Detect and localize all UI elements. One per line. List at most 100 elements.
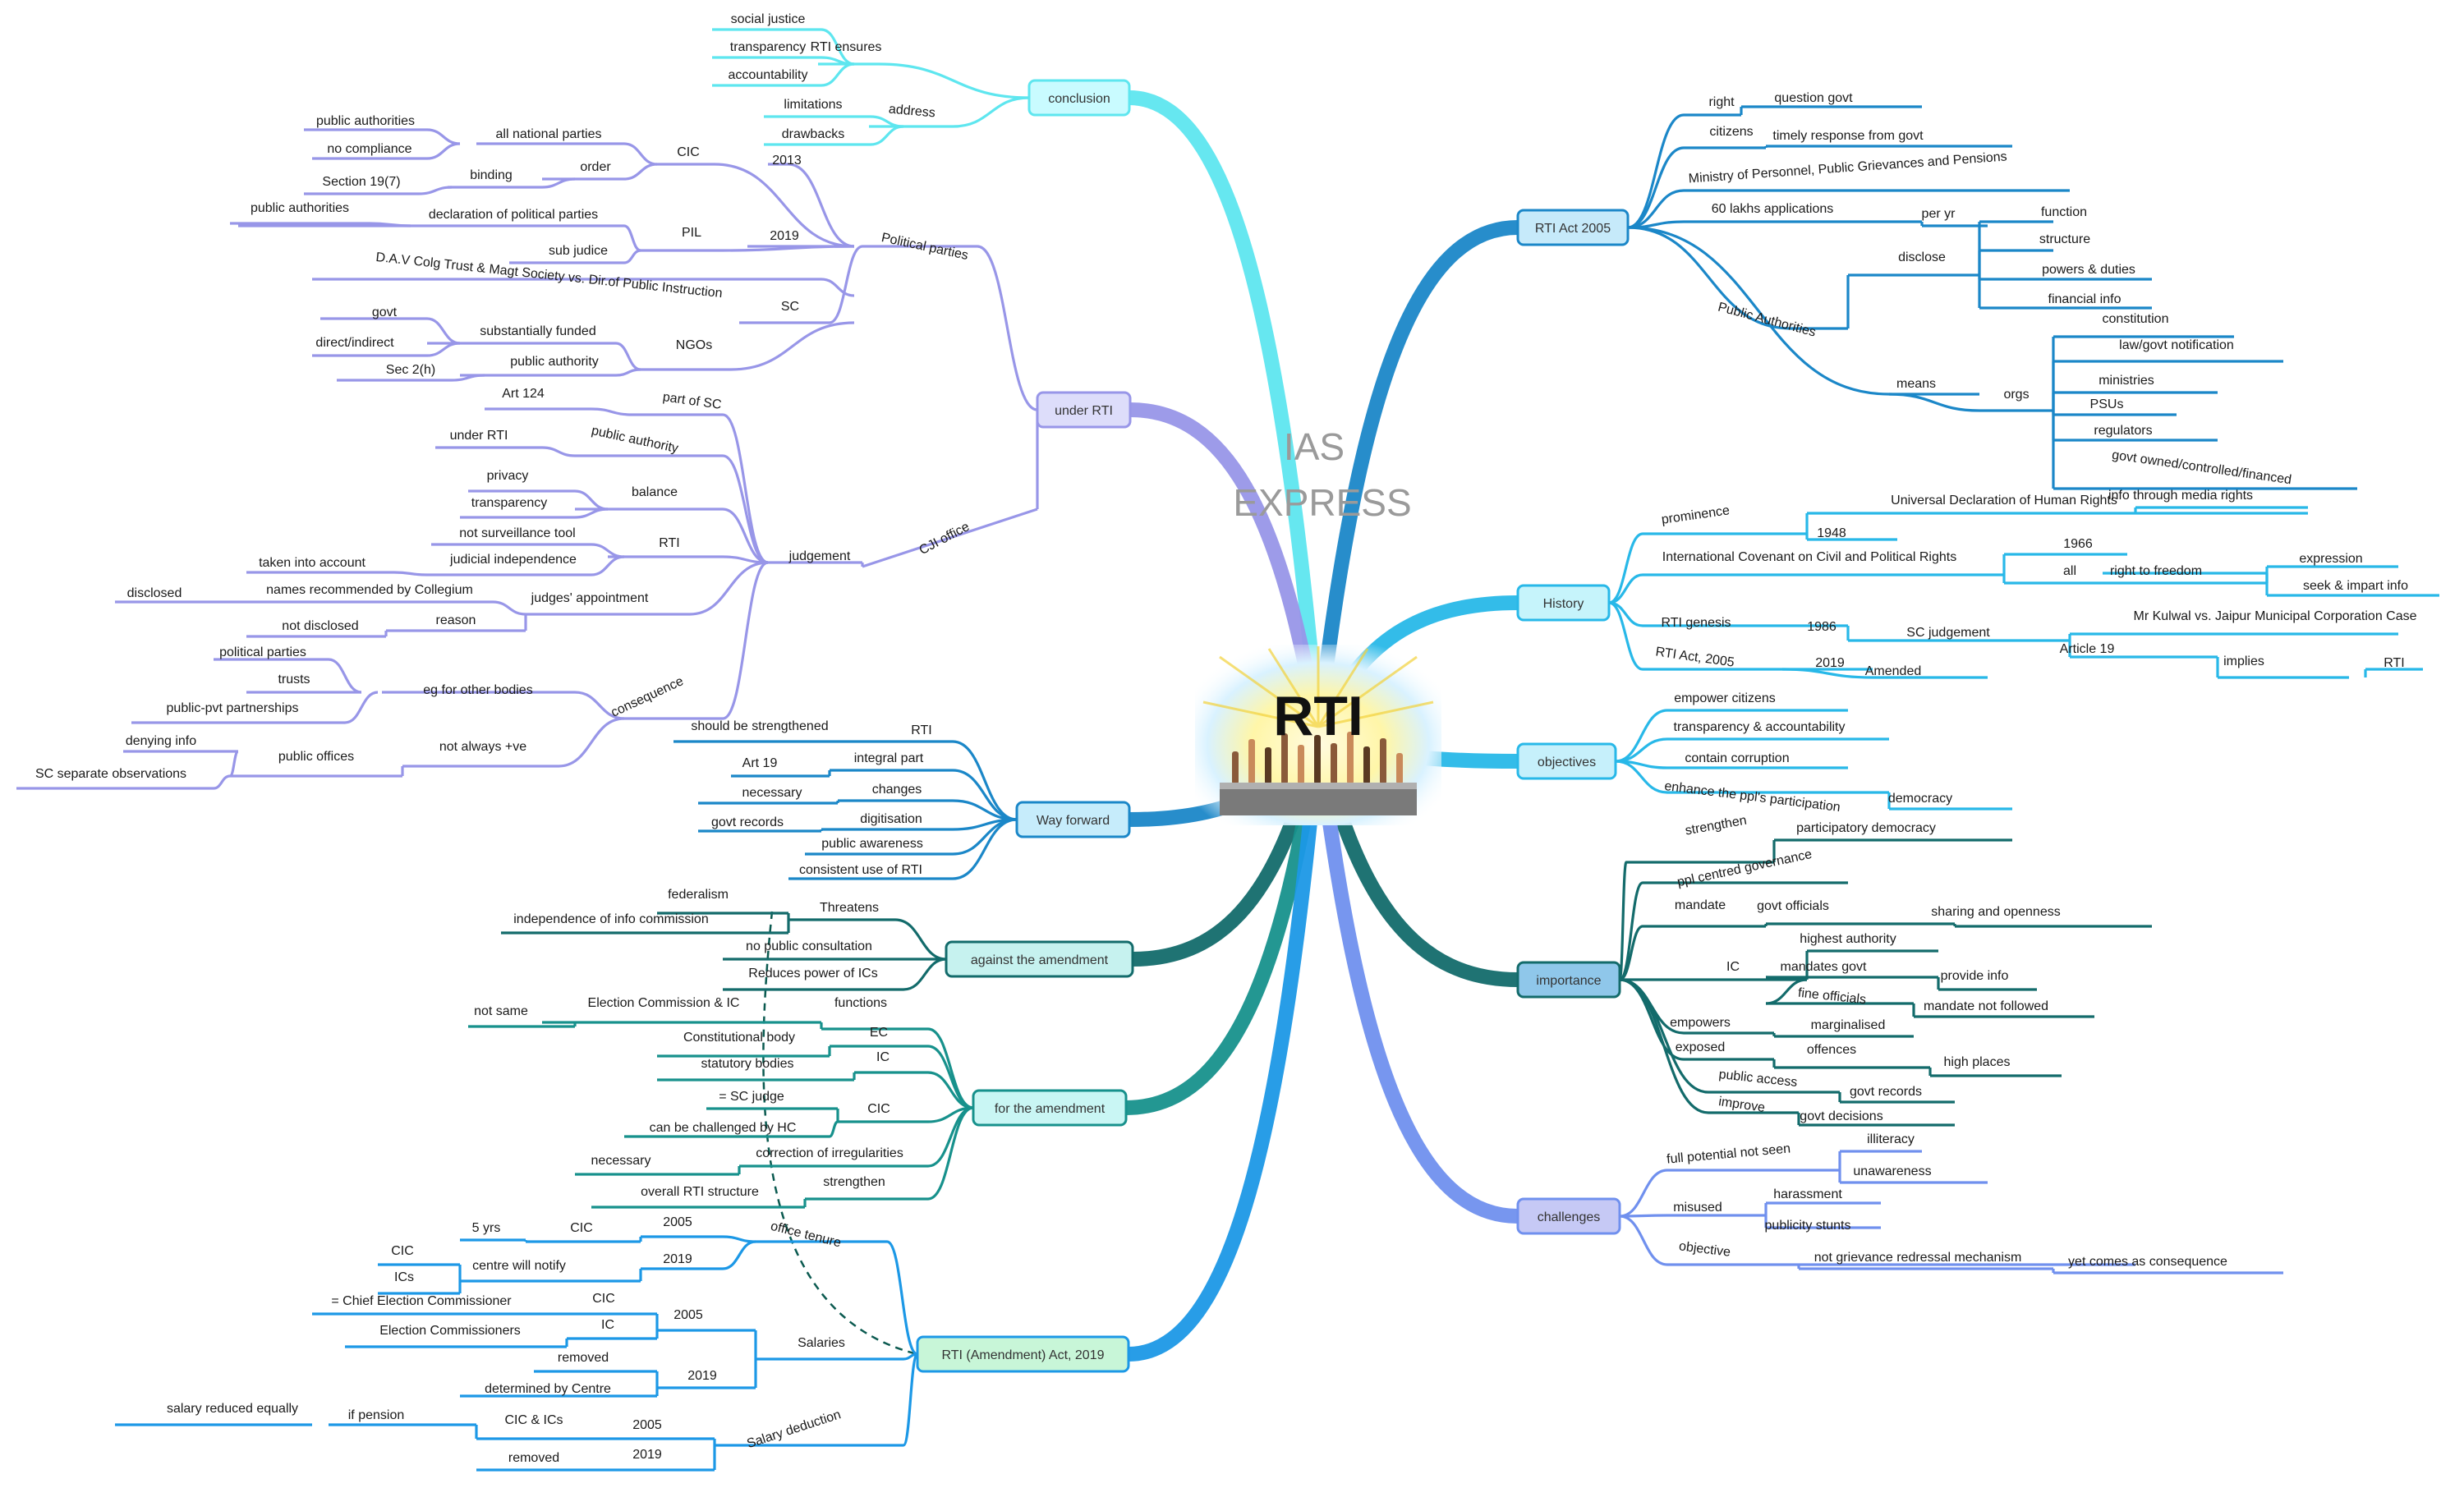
branch-connector — [591, 407, 633, 416]
branch-label: public authorities — [251, 201, 349, 215]
topic-box — [1516, 209, 1630, 246]
branch-label: constitution — [2103, 312, 2169, 326]
branch-label: govt records — [1850, 1085, 1922, 1099]
topic-box — [1516, 961, 1621, 999]
branch-label: participatory democracy — [1796, 821, 1936, 835]
crowd-icon — [1220, 783, 1417, 815]
branch-connector — [927, 1027, 974, 1109]
topic-way_forward[interactable]: Way forward — [1015, 801, 1131, 838]
branch-connector — [492, 600, 526, 616]
branch-label: RTI — [2384, 656, 2404, 670]
branch-connector — [541, 446, 576, 457]
branch-label: full potential not seen — [1666, 1141, 1791, 1166]
branch-label: no compliance — [327, 142, 411, 156]
topic-label: Way forward — [1037, 814, 1110, 828]
topic-rti_act[interactable]: RTI Act 2005 — [1516, 209, 1630, 246]
sun-rays-icon — [1202, 646, 1434, 728]
branch-label: provide info — [1941, 969, 2009, 983]
branch-label: no public consultation — [746, 939, 872, 953]
branch-label: sub judice — [549, 244, 608, 258]
branch-label: CIC — [570, 1221, 593, 1235]
topic-conclusion[interactable]: conclusion — [1027, 79, 1131, 117]
branch-label: 60 lakhs applications — [1712, 202, 1834, 216]
branch-connector — [821, 278, 855, 297]
topic-against[interactable]: against the amendment — [945, 940, 1134, 978]
branch-label: transparency & accountability — [1674, 720, 1846, 734]
branch-label: public offices — [278, 750, 354, 764]
topic-label: RTI Act 2005 — [1535, 222, 1611, 236]
topic-objectives[interactable]: objectives — [1516, 742, 1617, 780]
branch-label: yet comes as consequence — [2068, 1255, 2227, 1269]
central-topic[interactable]: RTI — [1195, 645, 1441, 825]
branch-label: CIC — [677, 145, 700, 159]
branch-label: implies — [2223, 654, 2264, 668]
branch-label: high places — [1944, 1055, 2011, 1069]
branch-label: 2005 — [663, 1215, 692, 1229]
topic-label: against the amendment — [971, 953, 1109, 967]
branch-layer — [16, 28, 2439, 1472]
branch-label: orgs — [2003, 388, 2029, 402]
branch-label: NGOs — [676, 338, 712, 352]
branch-connector — [1888, 393, 1980, 412]
topic-box — [1516, 742, 1617, 780]
branch-connector — [451, 374, 485, 382]
branch-label: overall RTI structure — [641, 1185, 759, 1199]
branch-label: functions — [834, 996, 887, 1010]
branch-connector — [1619, 925, 1643, 981]
branch-label: Threatens — [820, 901, 879, 915]
branch-connector — [426, 342, 461, 357]
branch-label: 2019 — [687, 1369, 717, 1383]
trunk-amendment_act — [1121, 728, 1326, 1362]
branch-connector — [1781, 668, 1873, 679]
branch-label: Reduces power of ICs — [748, 967, 877, 981]
relationship-connector — [762, 911, 918, 1356]
branch-label: public authority — [591, 424, 680, 456]
branch-label: ICs — [394, 1270, 414, 1284]
branch-connector — [903, 958, 947, 991]
branch-label: mandate — [1675, 898, 1726, 912]
branch-connector — [623, 249, 641, 264]
branch-label: all — [2063, 564, 2076, 578]
branch-label: judicial independence — [449, 553, 577, 567]
branch-label: powers & duties — [2042, 263, 2135, 277]
branch-connector — [426, 317, 461, 345]
branch-label: all national parties — [496, 127, 602, 141]
topic-label: for the amendment — [995, 1102, 1106, 1116]
branch-label: not disclosed — [282, 619, 358, 633]
branch-label: not same — [474, 1004, 528, 1018]
branch-label: question govt — [1774, 91, 1853, 105]
branch-label: Section 19(7) — [322, 175, 400, 189]
topic-box — [1516, 584, 1611, 622]
branch-connector — [722, 561, 769, 720]
branch-label: sharing and openness — [1931, 905, 2060, 919]
branch-label: expression — [2299, 552, 2362, 566]
branch-label: per yr — [1922, 207, 1956, 221]
branch-label: binding — [470, 168, 513, 182]
branch-connector — [722, 454, 769, 564]
topic-challenges[interactable]: challenges — [1516, 1197, 1621, 1235]
branch-label: RTI genesis — [1661, 616, 1731, 630]
branch-connector — [977, 245, 1038, 411]
topic-importance[interactable]: importance — [1516, 961, 1621, 999]
topic-under_rti[interactable]: under RTI — [1036, 391, 1132, 429]
branch-connector — [870, 125, 904, 146]
branch-label: consequence — [609, 674, 686, 720]
topic-box — [1036, 391, 1132, 429]
branch-label: if pension — [348, 1408, 405, 1422]
branch-label: govt decisions — [1800, 1109, 1882, 1123]
branch-label: Amended — [1865, 664, 1922, 678]
topic-amendment_act[interactable]: RTI (Amendment) Act, 2019 — [916, 1335, 1130, 1373]
branch-connector — [615, 368, 641, 377]
topic-history[interactable]: History — [1516, 584, 1611, 622]
branch-connector — [615, 342, 641, 371]
branch-connector — [591, 543, 625, 558]
branch-connector — [894, 918, 947, 961]
branch-label: denying info — [126, 734, 196, 748]
branch-label: highest authority — [1800, 932, 1896, 946]
branch-label: transparency — [471, 496, 548, 510]
topic-for[interactable]: for the amendment — [972, 1089, 1128, 1127]
branch-label: disclosed — [127, 586, 182, 600]
branch-label: 2013 — [772, 154, 802, 168]
branch-connector — [1608, 532, 1643, 604]
